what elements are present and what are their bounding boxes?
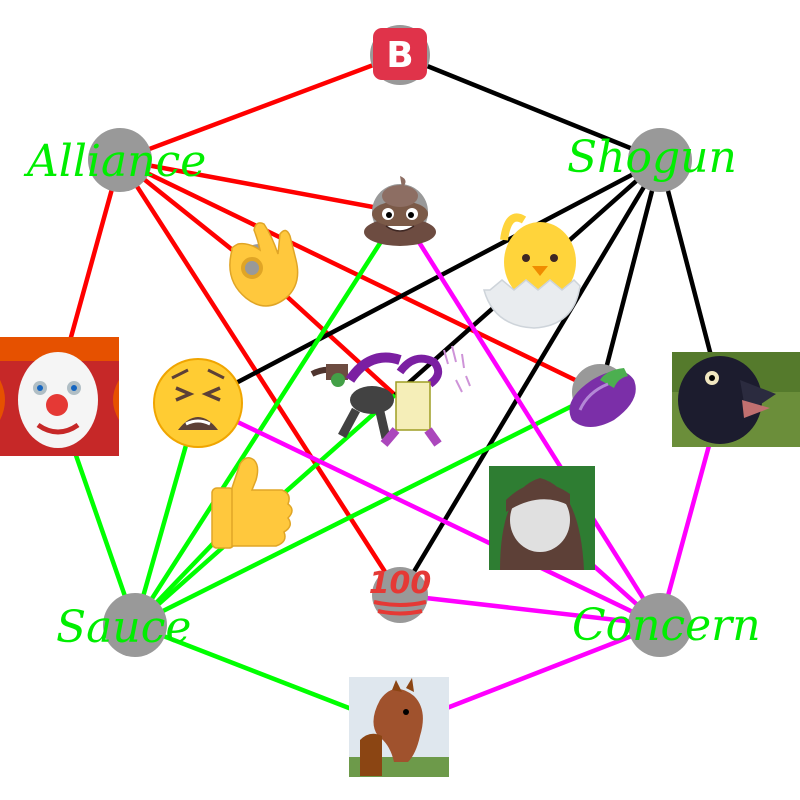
- node-hundred-backdrop: [372, 567, 428, 623]
- hub-label-alliance: Alliance: [23, 136, 206, 187]
- hub-node-shogun: [628, 128, 692, 192]
- edge-shogun-weary: [196, 158, 662, 405]
- edge-sauce-eggplant: [133, 389, 602, 628]
- hub-node-alliance: [88, 128, 152, 192]
- fighting-characters-drawing: [310, 345, 471, 447]
- hundred-points-icon: 100: [369, 566, 432, 616]
- edge-concern-poop: [398, 210, 662, 627]
- hub-sauce: Sauce: [56, 593, 191, 657]
- hub-node-concern: [628, 593, 692, 657]
- hub-concern: Concern: [572, 593, 761, 657]
- hub-label-sauce: Sauce: [56, 602, 191, 653]
- edge-shogun-b: [399, 52, 661, 163]
- b-button-icon: B: [373, 28, 427, 80]
- edge-concern-weary: [197, 400, 661, 628]
- b-button-letter: B: [386, 35, 413, 76]
- edge-sauce-poop: [133, 210, 402, 627]
- hub-alliance: Alliance: [23, 128, 206, 192]
- edge-alliance-b: [119, 52, 401, 163]
- edge-alliance-hundred: [118, 158, 402, 597]
- thumbs-up-icon: [211, 457, 293, 549]
- eggplant-icon: [569, 368, 636, 427]
- hooded-figure-drawing: [489, 466, 595, 570]
- edge-shogun-eggplant: [597, 159, 663, 393]
- edge-concern-hundred: [399, 592, 661, 628]
- screaming-bird-photo: [672, 352, 800, 447]
- hub-label-concern: Concern: [572, 600, 761, 651]
- hatching-chick-icon: [483, 213, 581, 329]
- clown-photo: [0, 337, 119, 456]
- hub-shogun: Shogun: [567, 128, 737, 192]
- horse-photo: [349, 677, 449, 777]
- ok-hand-icon: [229, 222, 299, 307]
- pile-of-poo-icon: [364, 176, 436, 246]
- edge-alliance-poop: [119, 157, 401, 215]
- hub-label-shogun: Shogun: [567, 132, 737, 183]
- weary-face-icon: [153, 358, 243, 448]
- hundred-text: 100: [369, 566, 432, 601]
- hub-node-sauce: [103, 593, 167, 657]
